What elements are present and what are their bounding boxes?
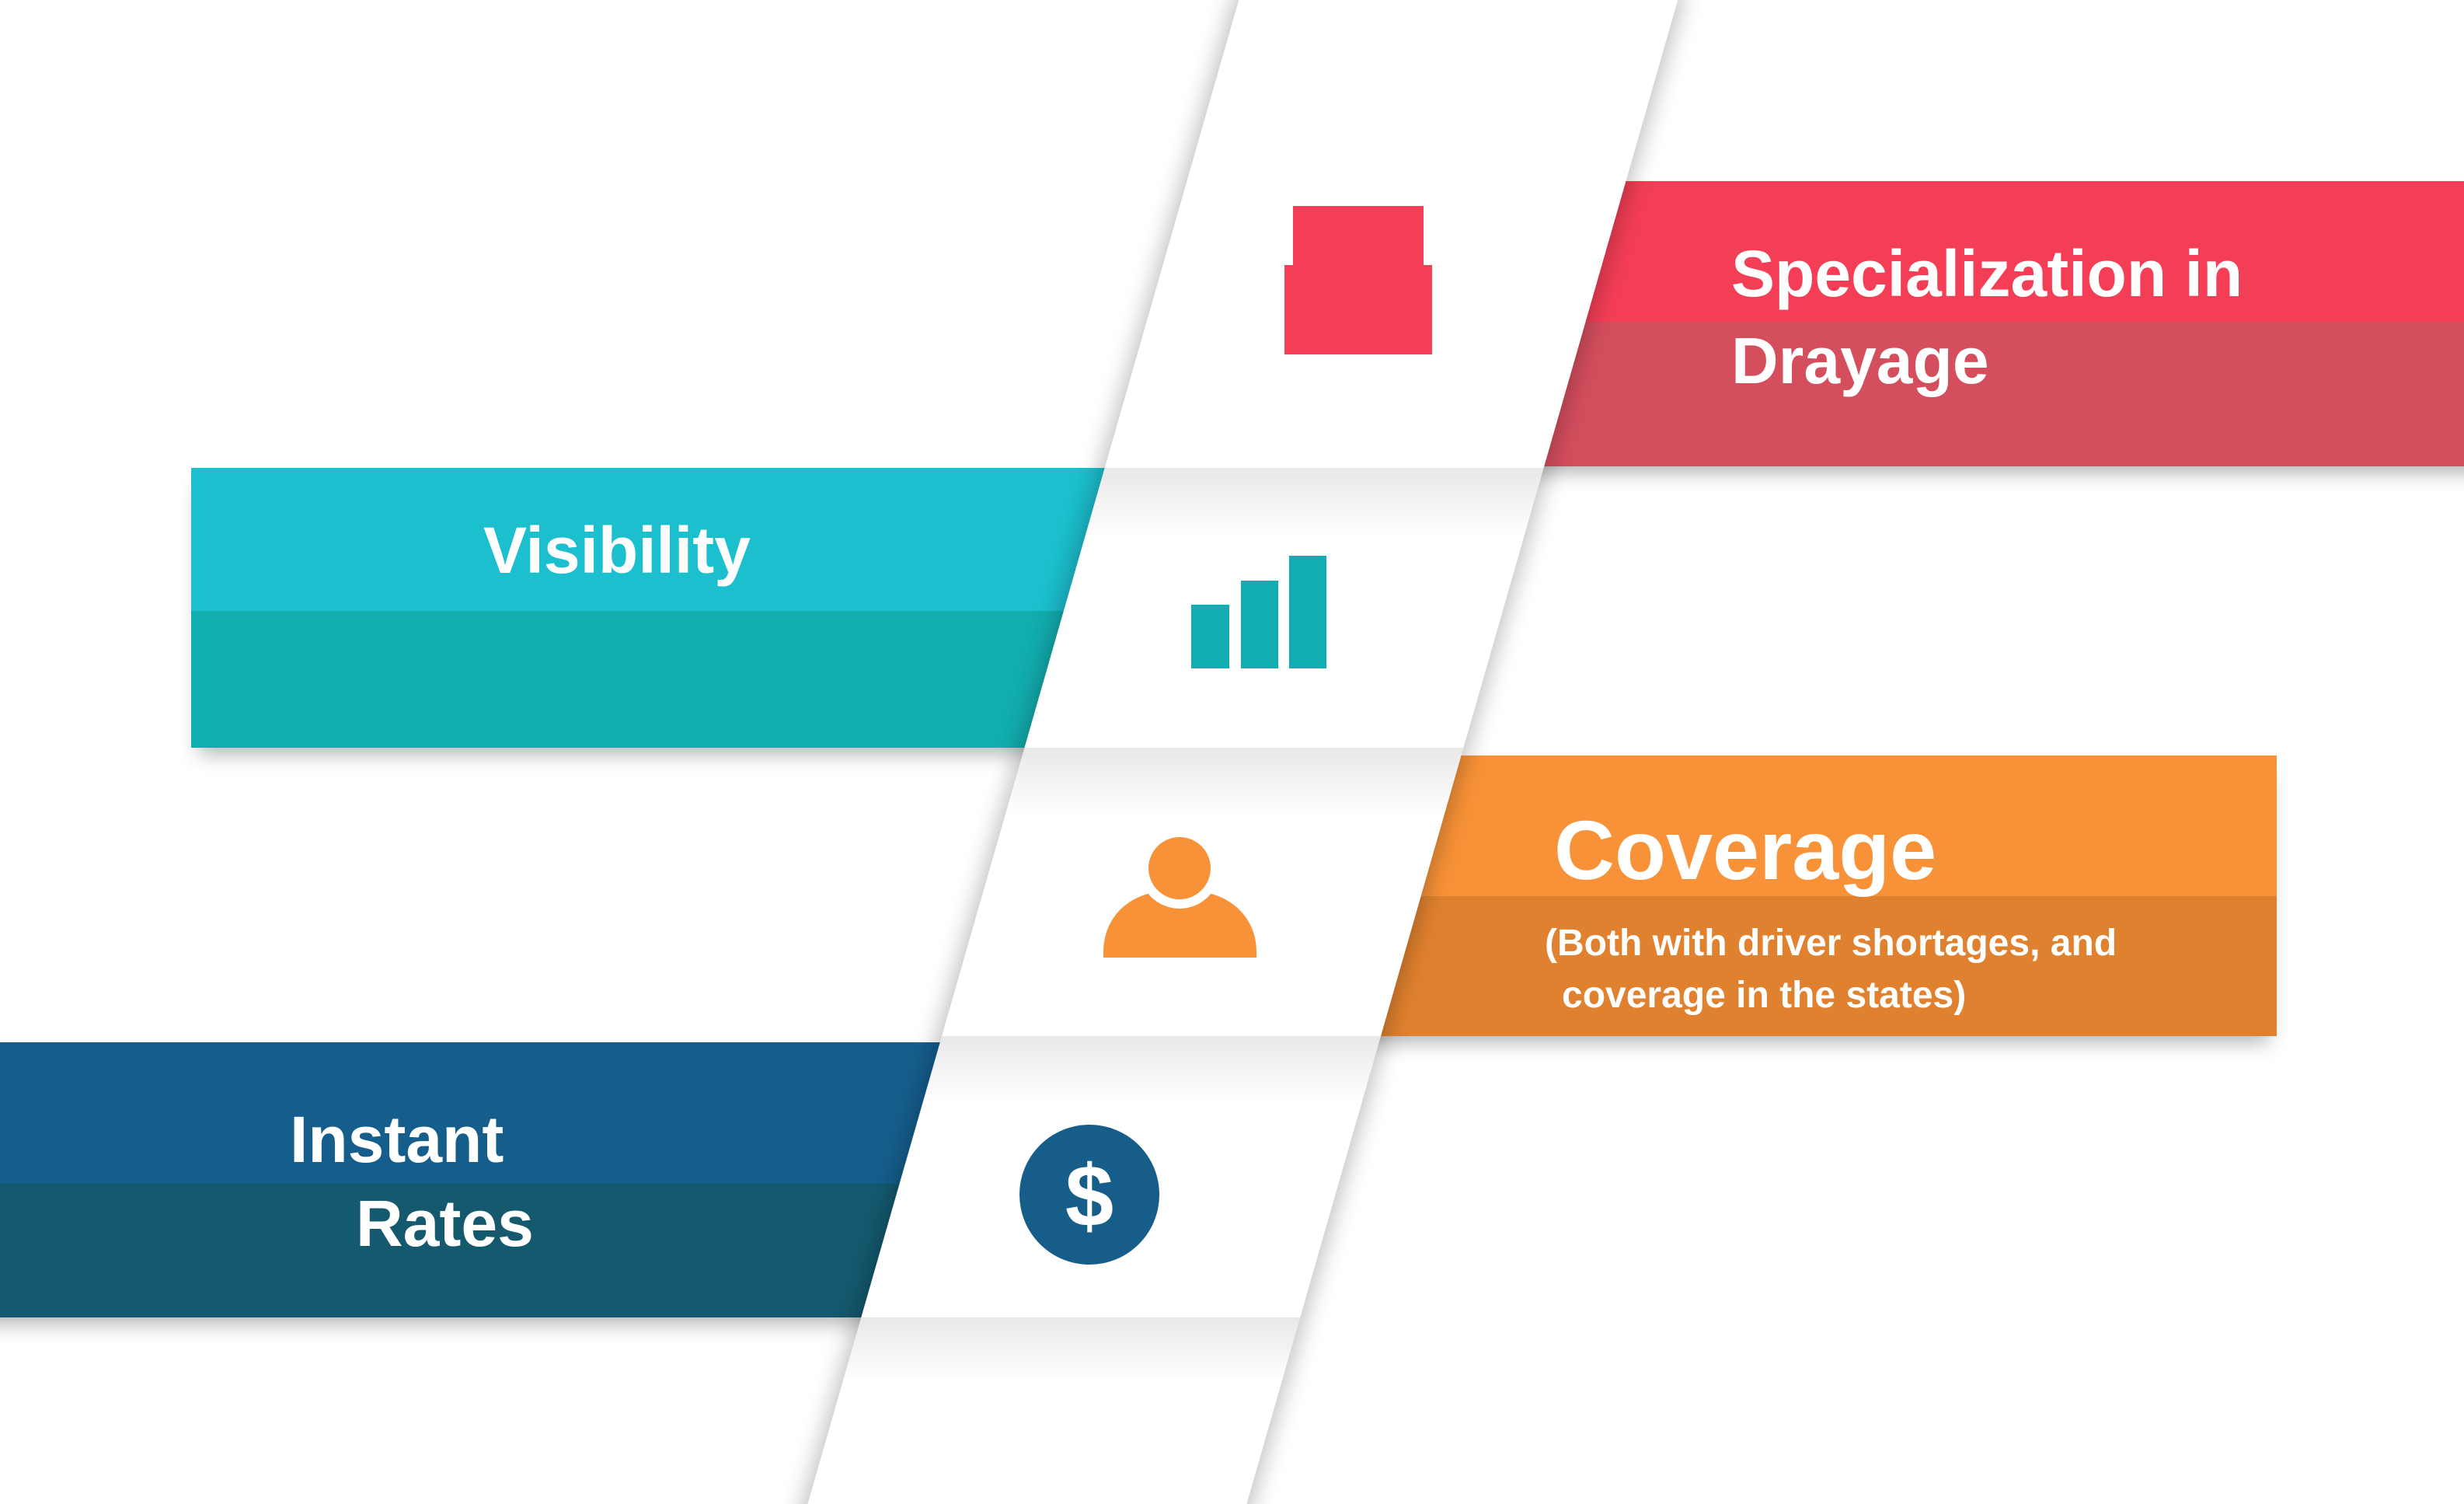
title-coverage: Coverage <box>1554 803 1937 897</box>
band-instant-rates <box>0 1042 1010 1317</box>
title-instant: Instant <box>290 1103 504 1176</box>
dollar-icon: $ <box>1019 1125 1159 1265</box>
title-line: Specialization in <box>1731 237 2243 310</box>
bar-chart-icon <box>1191 556 1326 668</box>
title-rates: Rates <box>356 1187 534 1260</box>
row-seam <box>842 1317 1301 1384</box>
title-specialization: Specialization in Drayage <box>1731 230 2243 404</box>
center-column <box>800 0 1682 1504</box>
band-specialization <box>1476 181 2464 466</box>
row-seam <box>1005 748 1464 814</box>
title-visibility: Visibility <box>483 514 751 587</box>
dollar-symbol: $ <box>1065 1147 1114 1244</box>
subtitle-line: (Both with driver shortages, and <box>1545 923 2117 964</box>
row-seam <box>922 1036 1382 1102</box>
box-icon <box>1284 206 1432 354</box>
band-coverage <box>1321 755 2277 1036</box>
subtitle-coverage: (Both with driver shortages, and coverag… <box>1545 917 2117 1021</box>
subtitle-line: coverage in the states) <box>1562 975 1967 1016</box>
title-line: Drayage <box>1731 324 1989 397</box>
person-icon <box>1103 836 1256 958</box>
band-visibility <box>191 468 1173 748</box>
row-seam <box>1086 468 1544 534</box>
